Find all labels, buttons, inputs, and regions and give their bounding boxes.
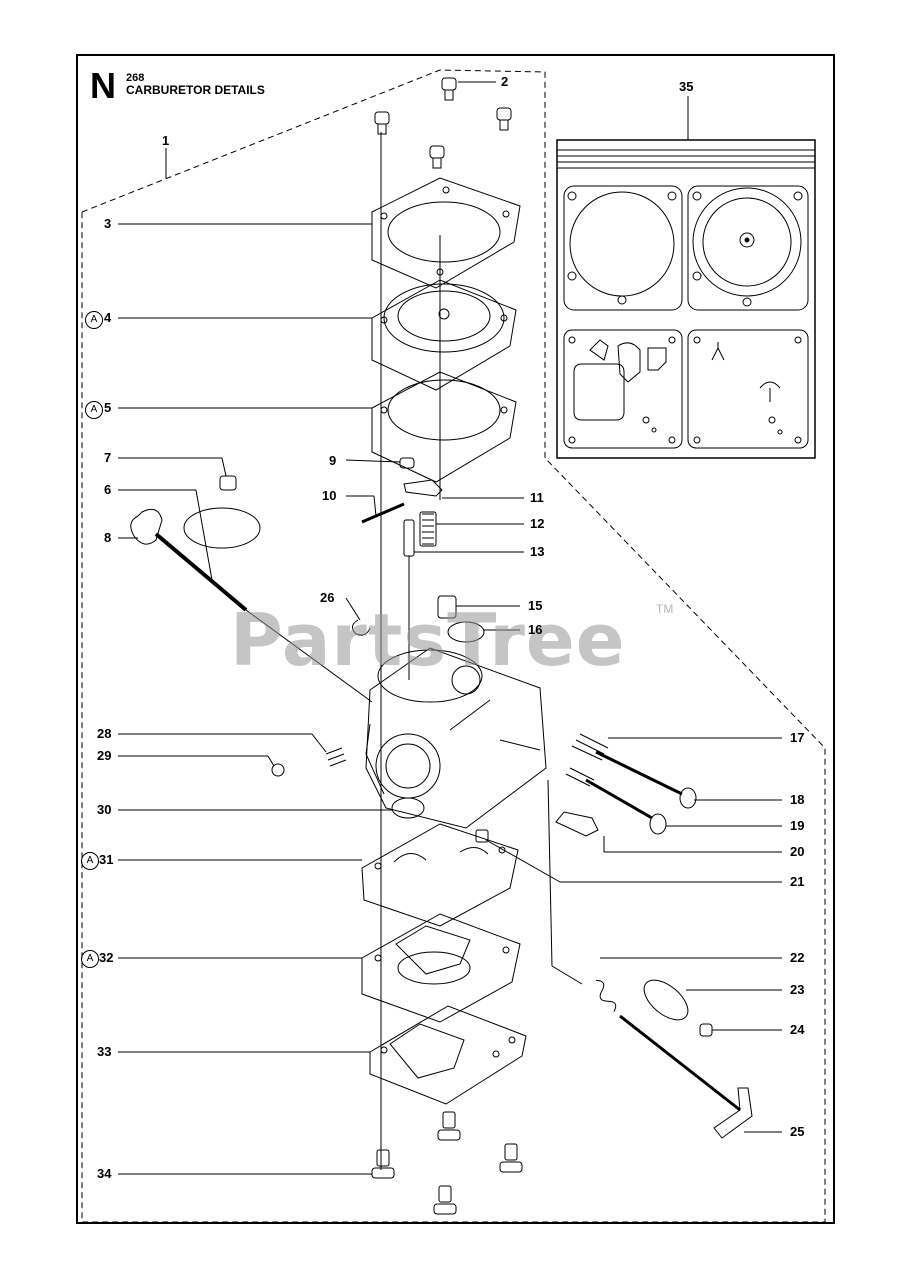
watermark-tm: TM <box>656 602 674 616</box>
callout-30: 30 <box>97 802 112 817</box>
callout-16: 16 <box>528 622 543 637</box>
badge-a-4: A <box>85 311 103 329</box>
leader-lines <box>118 81 782 1175</box>
callout-19: 19 <box>790 818 805 833</box>
gasket-kit-box <box>556 139 816 459</box>
model-number: 268 <box>126 72 145 84</box>
callout-8: 8 <box>104 530 112 545</box>
bottom-screws <box>371 1111 523 1215</box>
callout-15: 15 <box>528 598 543 613</box>
callout-26: 26 <box>320 590 335 605</box>
pump-gasket <box>371 371 517 483</box>
callout-33: 33 <box>97 1044 112 1059</box>
page-title: CARBURETOR DETAILS <box>126 83 265 97</box>
callout-18: 18 <box>790 792 805 807</box>
callout-4: 4 <box>104 310 112 325</box>
badge-a-31: A <box>81 852 99 870</box>
callout-21: 21 <box>790 874 805 889</box>
callout-20: 20 <box>790 844 805 859</box>
badge-a-5: A <box>85 401 103 419</box>
callout-17: 17 <box>790 730 805 745</box>
assembly-boundary <box>81 69 826 1223</box>
cover-screws <box>374 77 512 169</box>
badge-a-32: A <box>81 950 99 968</box>
callout-25: 25 <box>790 1124 805 1139</box>
callout-7: 7 <box>104 450 112 465</box>
callout-9: 9 <box>329 453 337 468</box>
callout-34: 34 <box>97 1166 112 1181</box>
callout-10: 10 <box>322 488 337 503</box>
callout-32: 32 <box>99 950 114 965</box>
callout-24: 24 <box>790 1022 805 1037</box>
callout-23: 23 <box>790 982 805 997</box>
callout-13: 13 <box>530 544 545 559</box>
section-letter: N <box>90 65 116 106</box>
callout-29: 29 <box>97 748 112 763</box>
callout-28: 28 <box>97 726 112 741</box>
diagram-frame <box>76 54 835 1224</box>
carburetor-body <box>365 595 547 829</box>
metering-gasket <box>361 823 519 927</box>
callout-6: 6 <box>104 482 112 497</box>
callout-5: 5 <box>104 400 112 415</box>
watermark: PartsTree <box>230 598 626 682</box>
callout-2: 2 <box>501 74 509 89</box>
callout-35: 35 <box>679 79 694 94</box>
pump-cover <box>371 177 521 289</box>
callout-31: 31 <box>99 852 114 867</box>
callout-1: 1 <box>162 133 170 148</box>
filter-gasket <box>361 913 521 1023</box>
metering-cover <box>369 1005 527 1105</box>
metering-diaphragm <box>371 279 517 391</box>
callout-12: 12 <box>530 516 545 531</box>
callout-22: 22 <box>790 950 805 965</box>
callout-11: 11 <box>530 490 544 505</box>
callout-3: 3 <box>104 216 112 231</box>
